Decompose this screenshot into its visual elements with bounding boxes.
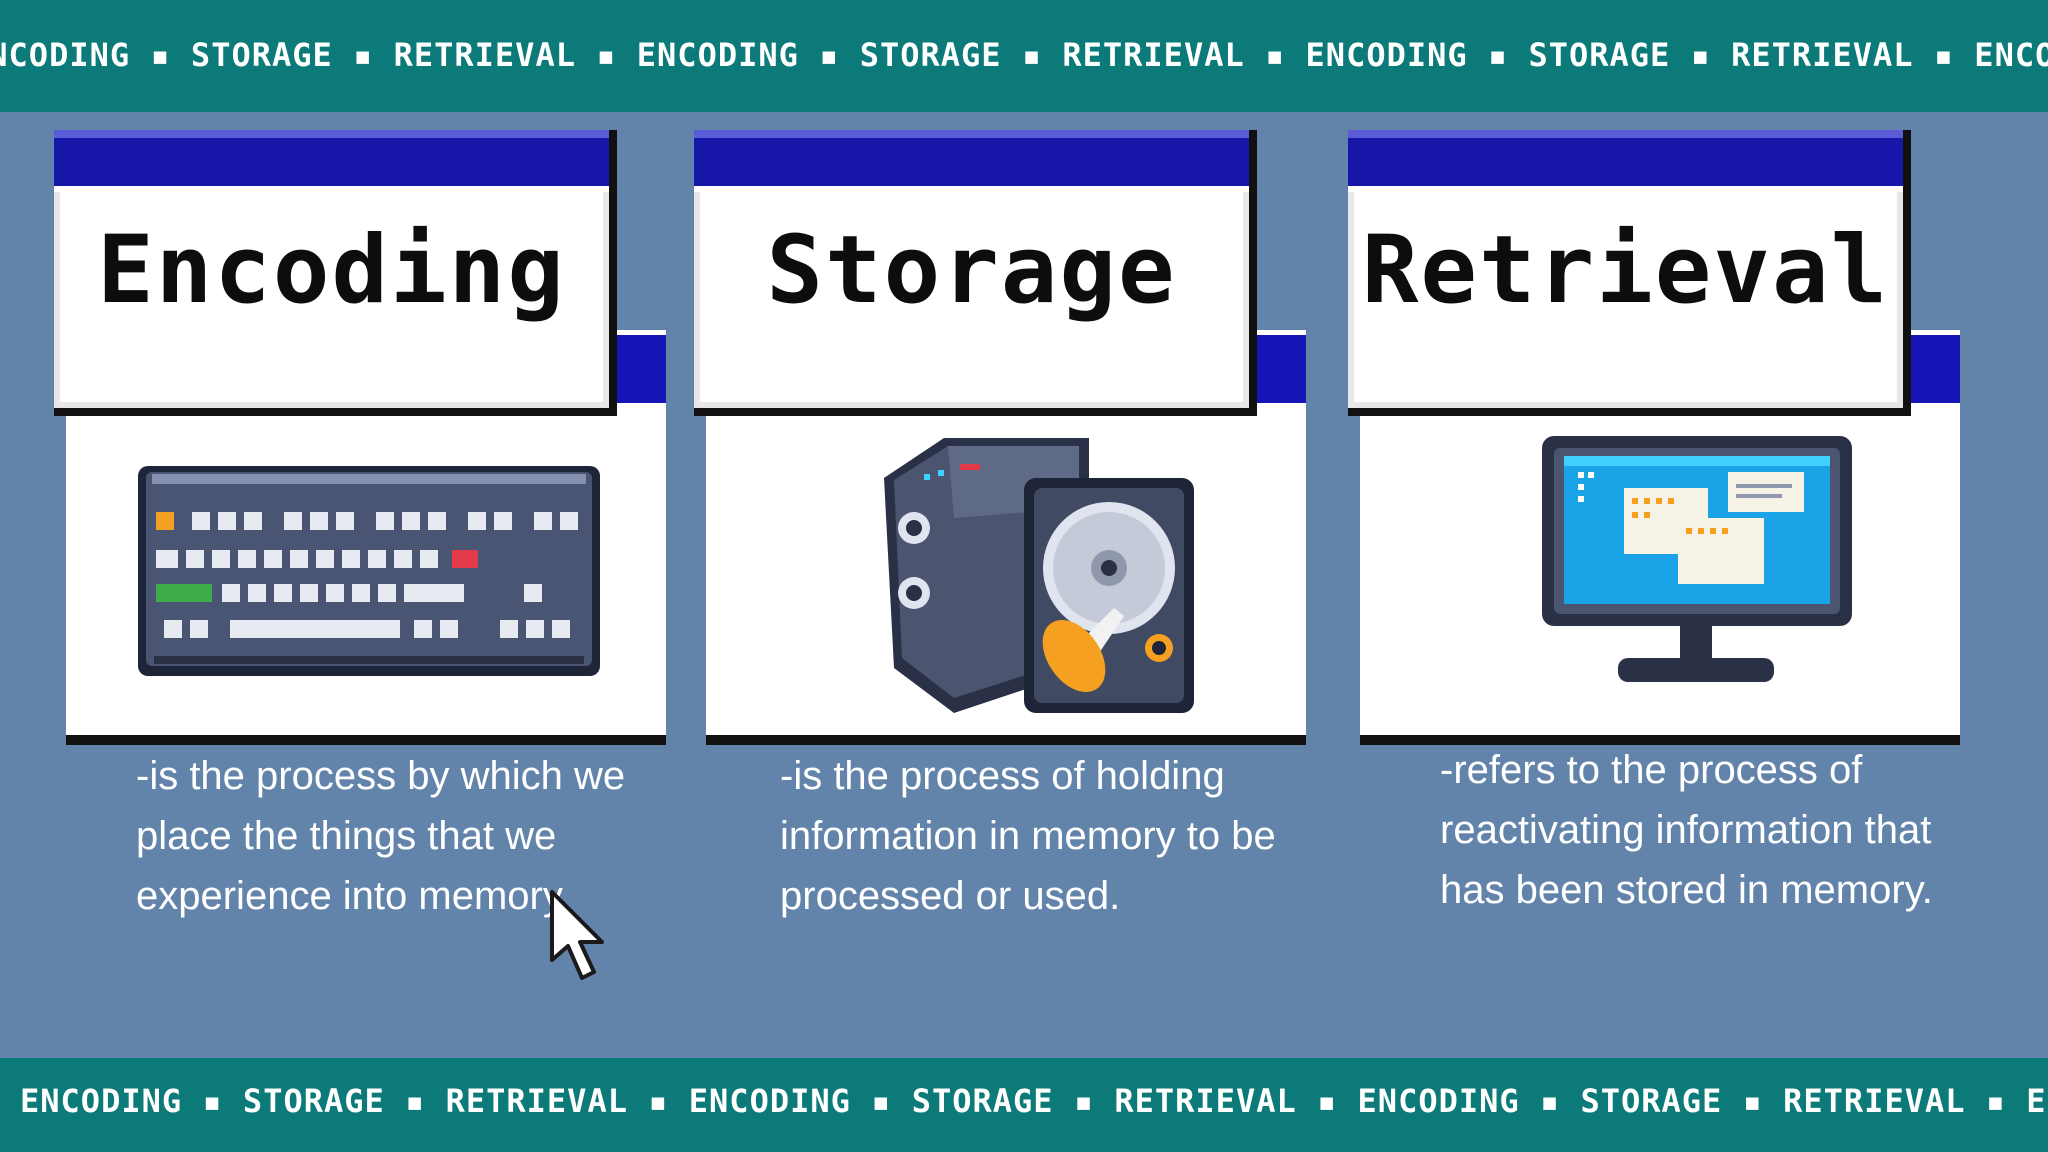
- hard-drive-icon: [884, 438, 1194, 713]
- bottom-ticker-text: ENCODING ▪ STORAGE ▪ RETRIEVAL ▪ ENCODIN…: [20, 1082, 2048, 1120]
- mouse-pointer-icon: [550, 890, 604, 980]
- encoding-card: Encoding -is the process by which we pla…: [54, 130, 694, 918]
- top-ticker-banner: ENCODING ▪ STORAGE ▪ RETRIEVAL ▪ ENCODIN…: [0, 0, 2048, 112]
- bottom-ticker-banner: ENCODING ▪ STORAGE ▪ RETRIEVAL ▪ ENCODIN…: [0, 1058, 2048, 1152]
- encoding-title-window: Encoding: [54, 130, 617, 416]
- storage-title-window: Storage: [694, 130, 1257, 416]
- storage-description: -is the process of holding information i…: [780, 754, 1276, 918]
- retrieval-card: Retrieval -refers to the process of reac…: [1348, 130, 1988, 912]
- storage-card: Storage -is the process of holding infor…: [694, 130, 1334, 918]
- encoding-titlebar: [54, 130, 609, 192]
- encoding-description: -is the process by which we place the th…: [136, 754, 626, 918]
- top-ticker-text: ENCODING ▪ STORAGE ▪ RETRIEVAL ▪ ENCODIN…: [0, 36, 2048, 74]
- retrieval-title: Retrieval: [1361, 216, 1890, 325]
- retrieval-title-window: Retrieval: [1348, 130, 1911, 416]
- keyboard-icon: [138, 466, 600, 676]
- storage-titlebar: [694, 130, 1249, 192]
- encoding-title: Encoding: [97, 216, 566, 325]
- monitor-icon: [1542, 436, 1852, 682]
- retrieval-description: -refers to the process of reactivating i…: [1440, 748, 1933, 912]
- storage-title: Storage: [766, 216, 1177, 325]
- retrieval-titlebar: [1348, 130, 1903, 192]
